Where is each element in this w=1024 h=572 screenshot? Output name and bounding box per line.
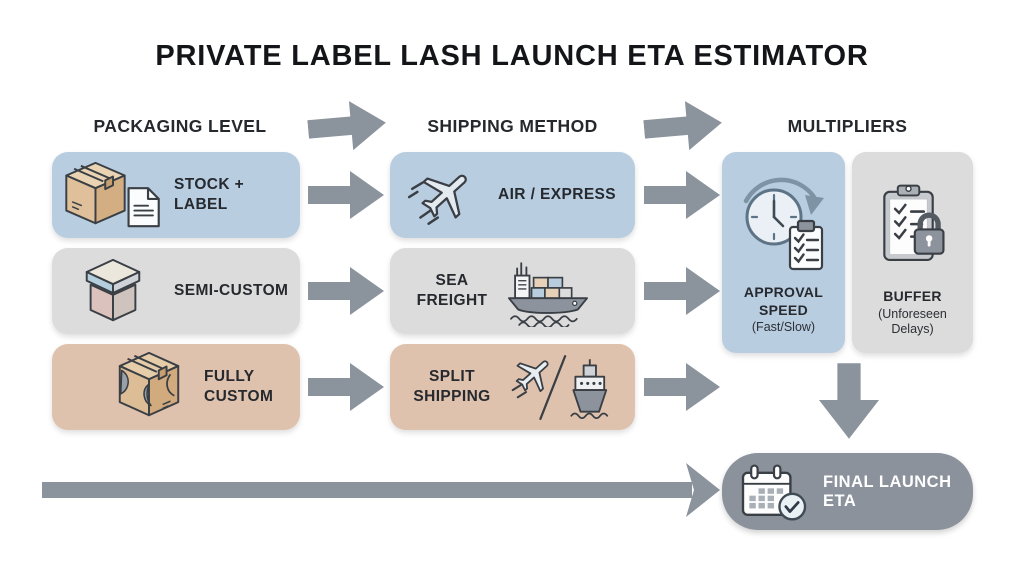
gift-box-icon bbox=[52, 255, 174, 327]
shipping-sea-freight-card: SEA FREIGHT bbox=[390, 248, 635, 334]
clipboard-lock-icon bbox=[870, 164, 956, 286]
flow-arrow-icon bbox=[308, 359, 384, 415]
page-title: PRIVATE LABEL LASH LAUNCH ETA ESTIMATOR bbox=[155, 40, 869, 72]
packaging-option-label: SEMI-CUSTOM bbox=[174, 281, 289, 299]
flow-arrow-icon bbox=[644, 359, 720, 415]
shipping-air-express-card: AIR / EXPRESS bbox=[390, 152, 635, 238]
calendar-check-icon bbox=[737, 461, 811, 523]
multiplier-label: APPROVAL SPEED bbox=[743, 284, 824, 318]
packaging-option-label: STOCK + LABEL bbox=[174, 175, 245, 213]
shipping-option-label: SEA FREIGHT bbox=[416, 271, 488, 309]
down-arrow-icon bbox=[819, 362, 879, 440]
multiplier-buffer-card: BUFFER (Unforeseen Delays) bbox=[852, 152, 973, 353]
shipping-option-label: SPLIT SHIPPING bbox=[413, 367, 491, 405]
airplane-icon bbox=[390, 159, 498, 231]
header-shipping-method: SHIPPING METHOD bbox=[427, 116, 598, 136]
flow-arrow-icon bbox=[644, 263, 720, 319]
cargo-ship-icon bbox=[502, 255, 594, 327]
multiplier-approval-speed-card: APPROVAL SPEED (Fast/Slow) bbox=[722, 152, 845, 353]
flow-arrow-icon bbox=[308, 263, 384, 319]
flow-arrow-icon bbox=[306, 94, 389, 159]
custom-printed-box-icon bbox=[94, 349, 204, 425]
flow-arrow-icon bbox=[642, 94, 725, 159]
shipping-option-label: AIR / EXPRESS bbox=[498, 185, 617, 203]
multiplier-sublabel: (Unforeseen Delays) bbox=[878, 306, 947, 336]
packaging-fully-custom-card: FULLY CUSTOM bbox=[52, 344, 300, 430]
timeline-arrow-icon bbox=[42, 461, 720, 519]
multiplier-label: BUFFER bbox=[883, 288, 942, 304]
packaging-stock-label-card: STOCK + LABEL bbox=[52, 152, 300, 238]
packaging-option-label: FULLY CUSTOM bbox=[204, 367, 274, 405]
clock-checklist-icon bbox=[734, 164, 834, 282]
plane-slash-ship-icon bbox=[502, 351, 620, 423]
multiplier-sublabel: (Fast/Slow) bbox=[751, 320, 816, 334]
header-packaging-level: PACKAGING LEVEL bbox=[93, 116, 267, 136]
final-launch-eta-card: FINAL LAUNCH ETA bbox=[722, 453, 973, 530]
stock-box-label-icon bbox=[52, 159, 174, 231]
final-launch-eta-label: FINAL LAUNCH ETA bbox=[823, 472, 952, 510]
header-multipliers: MULTIPLIERS bbox=[787, 116, 908, 136]
flow-arrow-icon bbox=[644, 167, 720, 223]
shipping-split-shipping-card: SPLIT SHIPPING bbox=[390, 344, 635, 430]
packaging-semi-custom-card: SEMI-CUSTOM bbox=[52, 248, 300, 334]
flow-arrow-icon bbox=[308, 167, 384, 223]
